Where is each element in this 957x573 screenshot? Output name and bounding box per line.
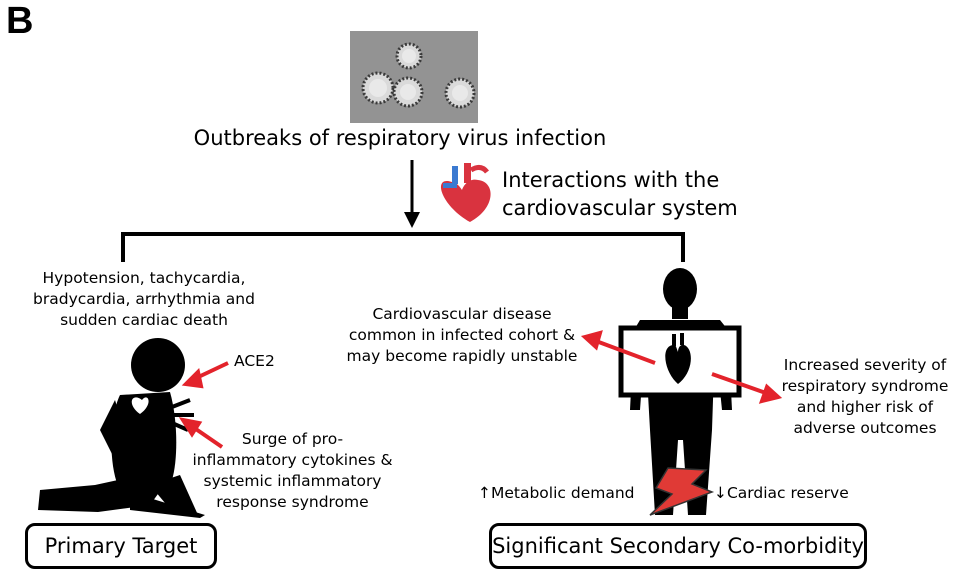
secondary-comorbidity-box: Significant Secondary Co-morbidity bbox=[489, 523, 867, 569]
diagram-title: Outbreaks of respiratory virus infection bbox=[193, 126, 607, 150]
cvd-text: Cardiovascular disease common in infecte… bbox=[337, 304, 587, 367]
ace2-label: ACE2 bbox=[234, 352, 275, 370]
cardiac-reserve-label: ↓Cardiac reserve bbox=[714, 484, 849, 502]
heart-icon bbox=[440, 163, 491, 222]
down-arrow bbox=[404, 160, 420, 228]
branch-bracket bbox=[121, 232, 685, 262]
kneeling-person-icon bbox=[38, 338, 205, 518]
symptoms-line: bradycardia, arrhythmia and bbox=[33, 290, 255, 308]
surge-line: Surge of pro- bbox=[241, 430, 344, 448]
cvd-line: may become rapidly unstable bbox=[346, 347, 578, 365]
symptoms-line: sudden cardiac death bbox=[60, 311, 228, 329]
severity-line: adverse outcomes bbox=[793, 419, 937, 437]
severity-text: Increased severity of respiratory syndro… bbox=[770, 355, 957, 439]
metabolic-demand-label: ↑Metabolic demand bbox=[478, 484, 635, 502]
cvd-line: common in infected cohort & bbox=[348, 326, 576, 344]
primary-target-box: Primary Target bbox=[25, 523, 217, 569]
surge-text: Surge of pro- inflammatory cytokines & s… bbox=[190, 429, 395, 513]
cvd-line: Cardiovascular disease bbox=[372, 305, 552, 323]
clutched-heart-icon bbox=[131, 397, 149, 414]
surge-line: inflammatory cytokines & bbox=[192, 451, 393, 469]
red-arrows-left bbox=[178, 361, 229, 449]
lightning-icon bbox=[649, 467, 715, 516]
red-arrows-right bbox=[580, 330, 783, 404]
surge-line: response syndrome bbox=[216, 493, 369, 511]
severity-line: Increased severity of bbox=[783, 356, 947, 374]
virus-micrograph bbox=[350, 31, 478, 123]
interactions-line-1: Interactions with the bbox=[502, 168, 720, 192]
pain-lines bbox=[171, 398, 194, 432]
surge-line: systemic inflammatory bbox=[203, 472, 382, 490]
symptoms-text: Hypotension, tachycardia, bradycardia, a… bbox=[18, 268, 270, 331]
interactions-label: Interactions with the cardiovascular sys… bbox=[502, 166, 738, 222]
primary-target-label: Primary Target bbox=[44, 534, 198, 558]
chest-heart-icon bbox=[665, 333, 691, 384]
panel-label: B bbox=[6, 0, 34, 42]
severity-line: respiratory syndrome bbox=[781, 377, 949, 395]
symptoms-line: Hypotension, tachycardia, bbox=[42, 269, 246, 287]
severity-line: and higher risk of bbox=[796, 398, 934, 416]
interactions-line-2: cardiovascular system bbox=[502, 196, 738, 220]
secondary-comorbidity-label: Significant Secondary Co-morbidity bbox=[492, 534, 864, 558]
